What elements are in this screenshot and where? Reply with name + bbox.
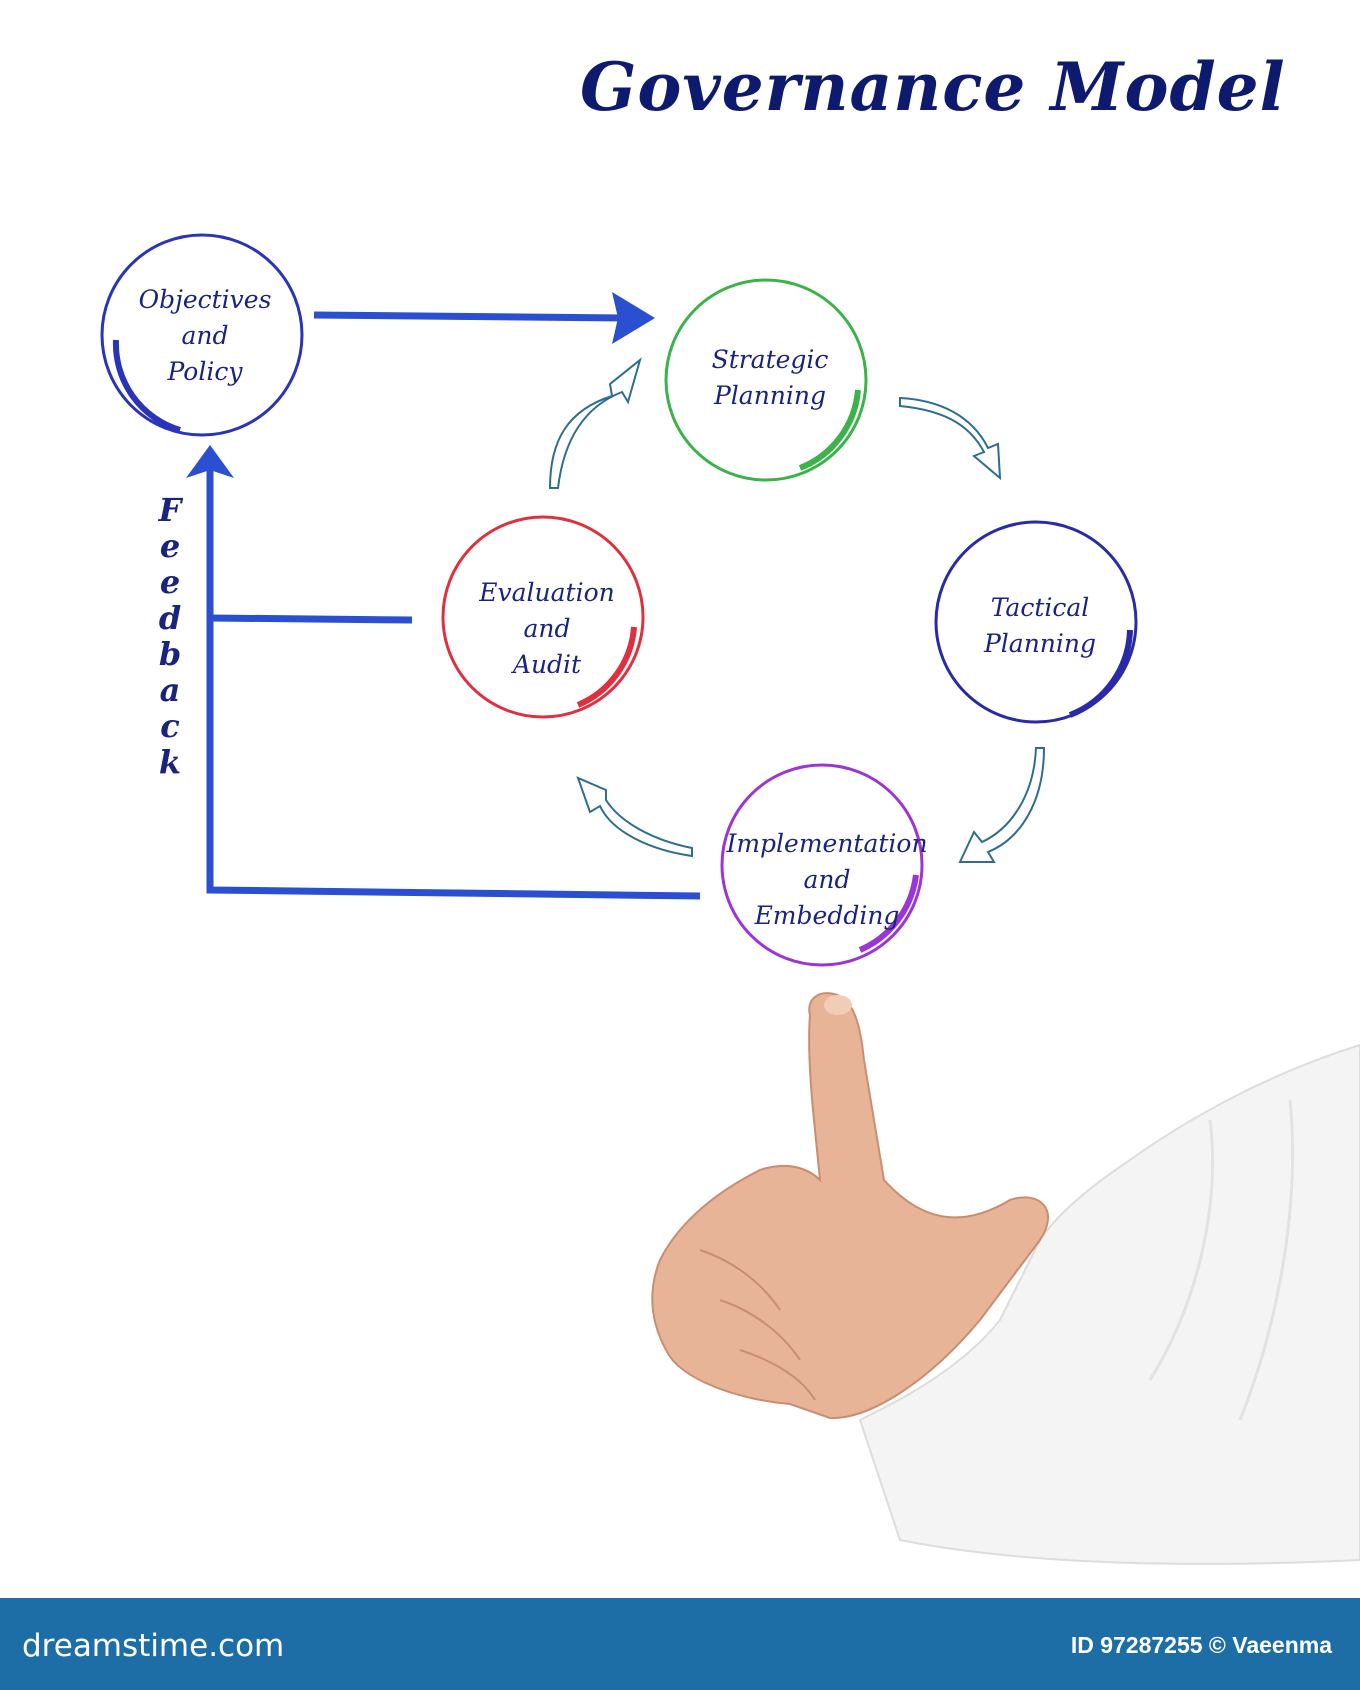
footer-image-id: ID 97287255 © Vaeenma — [1070, 1632, 1332, 1658]
feedback-letter: a — [159, 671, 181, 709]
node-label-line: Strategic — [711, 345, 829, 374]
node-evaluation-and-audit: Evaluation and Audit — [462, 575, 632, 683]
node-label-line: Planning — [713, 381, 827, 410]
cycle-arrow-implementation-to-evaluation — [576, 776, 693, 858]
feedback-connector — [186, 445, 701, 900]
node-circle-tactical — [934, 520, 1138, 724]
cycle-arrow-tactical-to-implementation — [958, 747, 1046, 863]
page-title: Governance Model — [580, 48, 1286, 126]
feedback-letter: b — [158, 635, 182, 673]
feedback-letter: c — [160, 707, 180, 745]
cycle-arrow-evaluation-to-strategic — [548, 357, 642, 489]
node-label-line: Planning — [983, 629, 1097, 658]
node-circle-objectives — [100, 233, 304, 437]
feedback-letter: F — [158, 491, 182, 529]
node-strategic-planning: Strategic Planning — [690, 342, 850, 414]
node-label-line: Tactical — [990, 593, 1090, 622]
node-label-line: and — [803, 865, 851, 894]
node-implementation-and-embedding: Implementation and Embedding — [722, 826, 932, 934]
node-objectives-and-policy: Objectives and Policy — [120, 282, 290, 390]
node-label-line: Policy — [167, 357, 243, 386]
feedback-letter: e — [159, 527, 181, 565]
arrow-objectives-to-strategic — [313, 292, 655, 344]
node-label-line: Objectives — [138, 285, 272, 314]
feedback-label: F e e d b a c k — [150, 492, 190, 780]
feedback-letter: e — [159, 563, 181, 601]
cycle-arrow-strategic-to-tactical — [899, 396, 1002, 481]
feedback-letter: k — [158, 743, 182, 781]
feedback-letter: d — [158, 599, 182, 637]
node-label-line: Embedding — [754, 901, 900, 930]
pointing-hand-image — [651, 992, 1360, 1565]
node-label-line: Evaluation — [479, 578, 615, 607]
node-circle-evaluation — [441, 515, 645, 719]
node-label-line: Audit — [512, 650, 582, 679]
node-label-line: Implementation — [726, 829, 928, 858]
node-circle-strategic — [664, 278, 868, 482]
footer-bar: dreamstime.com ID 97287255 © Vaeenma — [0, 1598, 1360, 1690]
node-tactical-planning: Tactical Planning — [960, 590, 1120, 662]
node-label-line: and — [523, 614, 571, 643]
node-circle-implementation — [720, 763, 924, 967]
footer-brand: dreamstime.com — [22, 1628, 285, 1664]
node-label-line: and — [181, 321, 229, 350]
